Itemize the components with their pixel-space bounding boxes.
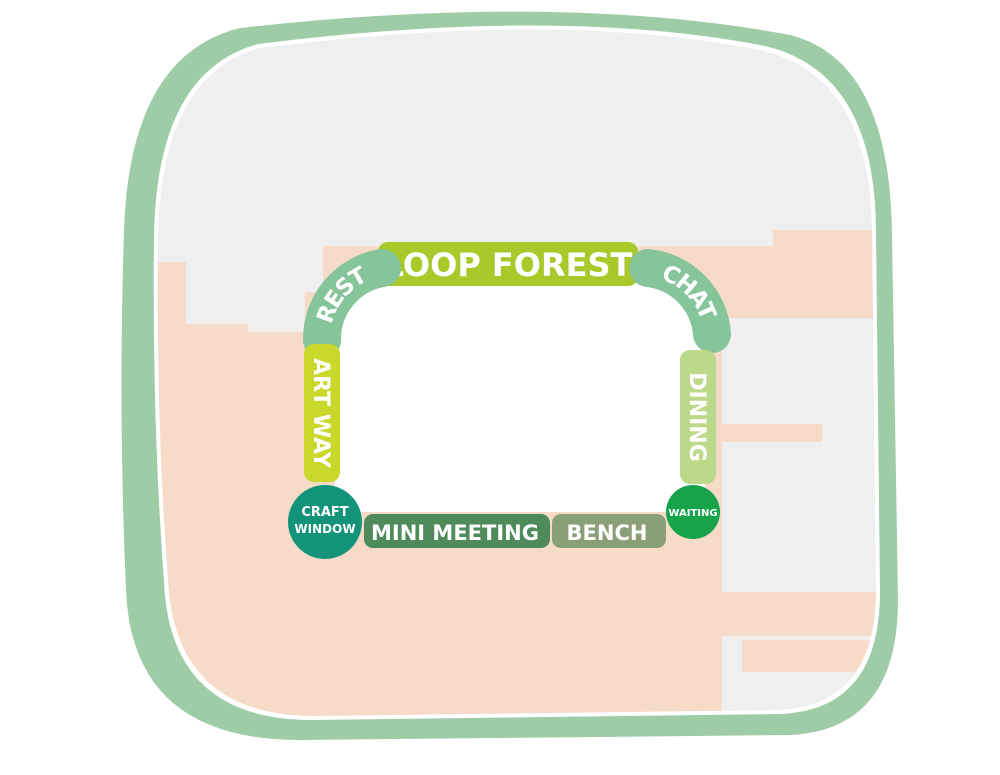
waiting-label: WAITING xyxy=(668,508,717,519)
zone-loop-forest[interactable]: LOOP FOREST xyxy=(378,242,638,286)
zone-dining[interactable]: DINING xyxy=(680,350,716,484)
bench-label: BENCH xyxy=(567,521,648,545)
site-peach-block xyxy=(742,640,876,672)
waiting-circle xyxy=(666,485,720,539)
craft-window-circle xyxy=(288,485,362,559)
craft-window-label-line1: CRAFT xyxy=(301,505,348,520)
chat-band xyxy=(629,249,731,353)
zone-bench[interactable]: BENCH xyxy=(552,514,666,548)
zone-mini-meeting[interactable]: MINI MEETING xyxy=(364,514,550,548)
zone-craft-window[interactable]: CRAFT WINDOW xyxy=(288,485,362,559)
zone-art-way[interactable]: ART WAY xyxy=(304,344,340,482)
loop-forest-label: LOOP FOREST xyxy=(384,246,633,284)
courtyard xyxy=(335,268,705,512)
loop-forest-band xyxy=(378,242,638,286)
mini-meeting-label: MINI MEETING xyxy=(371,521,539,545)
rest-band xyxy=(303,249,401,359)
craft-window-label-line2: WINDOW xyxy=(294,522,355,536)
site-peach-strip xyxy=(722,424,822,442)
bench-band xyxy=(552,514,666,548)
art-way-label: ART WAY xyxy=(308,358,333,469)
art-way-band xyxy=(304,344,340,482)
dining-label: DINING xyxy=(684,372,709,462)
zone-waiting[interactable]: WAITING xyxy=(666,485,720,539)
mini-meeting-band xyxy=(364,514,550,548)
dining-band xyxy=(680,350,716,484)
